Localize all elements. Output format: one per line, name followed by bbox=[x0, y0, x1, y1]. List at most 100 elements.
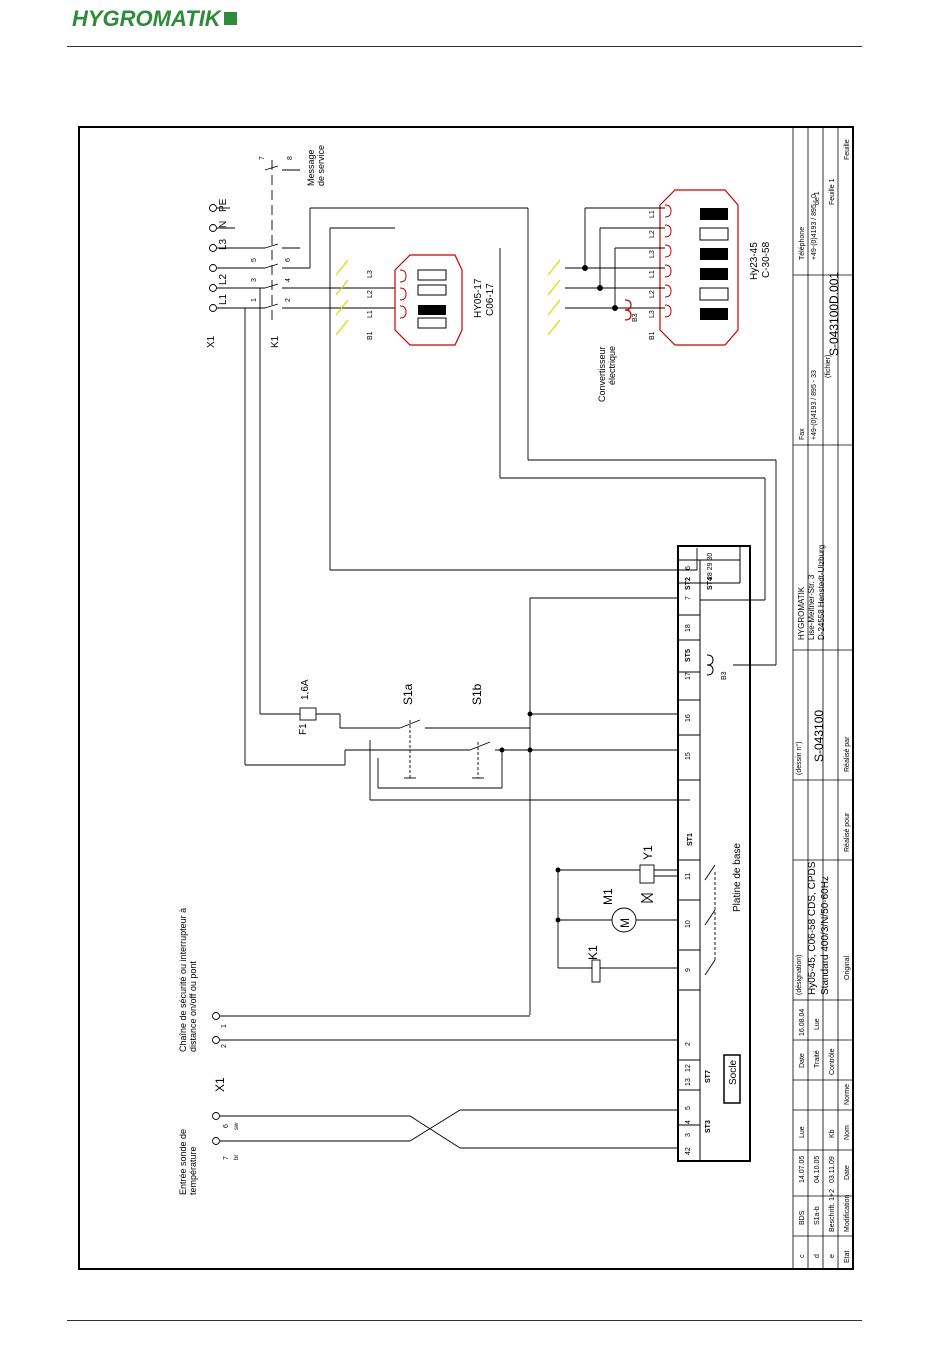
fichier-value: S-043100D.001 bbox=[827, 272, 841, 356]
hy0517-name: HY05-17 bbox=[473, 278, 484, 318]
temp-probe-1: Entrée sonde de bbox=[178, 1129, 188, 1195]
hy2345-name: Hy23-45 bbox=[749, 242, 760, 280]
col-head-date: Date bbox=[844, 1165, 851, 1180]
fichier-label: (fichier) bbox=[825, 355, 832, 378]
safety-chain-2: distance on/off ou pont bbox=[188, 961, 198, 1052]
converter-label-1: Convertisseur bbox=[597, 346, 607, 402]
s1b-label: S1b bbox=[470, 683, 484, 705]
hy0517-pin-l1: L1 bbox=[367, 310, 374, 318]
terminal-l1: L1 bbox=[218, 293, 229, 305]
hy2345-pin-1: L1 bbox=[649, 210, 656, 218]
msg-contact-8: 8 bbox=[287, 156, 294, 160]
st-pin-13: 13 bbox=[685, 1078, 692, 1086]
st4-label: ST4 bbox=[707, 577, 714, 590]
rev-d-mod: S1a-b bbox=[814, 1206, 821, 1225]
st-pin-6: 6 bbox=[685, 566, 692, 570]
hy2345-sub: C-30-58 bbox=[761, 241, 772, 278]
hy2345-pin-b1: B1 bbox=[649, 331, 656, 340]
date-label: Date bbox=[799, 1053, 806, 1068]
hy2345-yellow-marks bbox=[547, 259, 561, 336]
k1-contact-5: 5 bbox=[251, 258, 258, 262]
designation-line-2: Standard 400/3/N/50-60Hz bbox=[820, 876, 831, 995]
realise-par-label: Réalisé par bbox=[844, 736, 851, 772]
drawing-frame bbox=[78, 126, 854, 1270]
hygromatik-logo: HYGROMATIK bbox=[72, 6, 237, 32]
footer-rule bbox=[67, 1320, 862, 1321]
rev-d-state: d bbox=[814, 1254, 821, 1258]
hy0517-pin-l3: L3 bbox=[367, 270, 374, 278]
socle-label: Socle bbox=[728, 1060, 739, 1085]
st-pin-15: 15 bbox=[685, 752, 692, 760]
temp-pin-6: 6 bbox=[223, 1124, 230, 1128]
rev-c-mod: BDS bbox=[799, 1210, 806, 1225]
st-pin-9: 9 bbox=[685, 968, 692, 972]
k1-contact-2: 2 bbox=[285, 298, 292, 302]
rev-e-date: 03.11.09 bbox=[829, 1156, 836, 1183]
feuille-de: de 1 bbox=[814, 191, 821, 205]
b3-top-label: B3 bbox=[632, 313, 639, 322]
date-value: 16.08.04 bbox=[799, 1009, 806, 1036]
k1-contact-3: 3 bbox=[251, 278, 258, 282]
st3-label: ST3 bbox=[705, 1120, 712, 1133]
st-pin-5: 5 bbox=[685, 1106, 692, 1110]
diagram-labels: X1 K1 PE N L3 L2 L1 1 3 5 2 4 6 7 8 Mess… bbox=[178, 145, 772, 1195]
mains-wiring bbox=[209, 160, 777, 666]
rev-c-name: Lue bbox=[799, 1126, 806, 1138]
message-service-1: Message bbox=[306, 149, 316, 186]
title-block bbox=[792, 127, 853, 1269]
st-pin-11: 11 bbox=[685, 873, 692, 880]
header-rule bbox=[67, 46, 862, 47]
hy2345-cylinder bbox=[659, 189, 739, 346]
b3-bottom-label: B3 bbox=[721, 671, 728, 680]
col-head-etat: Etat bbox=[844, 1250, 851, 1263]
company-city: D-24558 Henstedt-Ulzburg bbox=[817, 545, 826, 640]
terminal-l2: L2 bbox=[218, 273, 229, 285]
hy2345-wiring bbox=[565, 207, 665, 321]
traite-value: Lue bbox=[814, 1018, 821, 1030]
m1-label: M1 bbox=[601, 888, 615, 905]
hy2345-pin-4: L1 bbox=[649, 270, 656, 278]
tel-number: +49-(0)4193 / 895 - 0 bbox=[811, 194, 818, 260]
terminal-pe: PE bbox=[218, 198, 229, 212]
safety-pin-2: 2 bbox=[221, 1044, 228, 1048]
x1-top-label: X1 bbox=[206, 335, 217, 348]
k1-top-label: K1 bbox=[270, 335, 281, 348]
motor-symbol: M bbox=[618, 918, 632, 928]
traite-label: Traité bbox=[814, 1050, 821, 1068]
st-pin-42: 42 bbox=[685, 1147, 692, 1155]
fax-label: Fax bbox=[799, 428, 806, 440]
terminal-n: N bbox=[218, 221, 229, 228]
hy2345-pin-2: L2 bbox=[649, 230, 656, 238]
st-pin-10: 10 bbox=[685, 920, 692, 928]
st-pin-17: 17 bbox=[685, 672, 692, 680]
st-pin-16: 16 bbox=[685, 714, 692, 722]
baseboard-label: Platine de base bbox=[732, 843, 743, 912]
st7-label: ST7 bbox=[705, 1070, 712, 1083]
st5-label: ST5 bbox=[685, 649, 692, 662]
page-header: HYGROMATIK bbox=[0, 0, 950, 50]
feuille-number: Feuille 1 bbox=[829, 178, 836, 205]
safety-pin-1: 1 bbox=[221, 1024, 228, 1028]
rev-d-date: 04.10.05 bbox=[814, 1156, 821, 1183]
original-label: Original bbox=[844, 955, 851, 980]
st-pin-3: 3 bbox=[685, 1133, 692, 1137]
temp-wire-br: br bbox=[234, 1155, 240, 1160]
company-street: Lise-Meitner-Str. 3 bbox=[807, 574, 816, 640]
col-head-modification: Modification bbox=[844, 1195, 851, 1232]
safety-chain-1: Chaîne de sécurité ou interrupteur à bbox=[178, 908, 188, 1052]
hy0517-cylinder bbox=[394, 254, 463, 346]
col-head-norme: Norme bbox=[844, 1084, 851, 1105]
tel-label: Téléphone bbox=[799, 227, 806, 260]
logo-square-icon bbox=[223, 12, 237, 25]
rev-e-state: e bbox=[829, 1254, 836, 1258]
x1-bottom-label: X1 bbox=[213, 1077, 227, 1092]
col-head-nom: Nom bbox=[844, 1125, 851, 1140]
controle-label: Contrôle bbox=[829, 1048, 836, 1075]
hy0517-pin-l2: L2 bbox=[367, 290, 374, 298]
company-name: HYGROMATIK bbox=[797, 586, 806, 640]
dessin-number: S-043100 bbox=[812, 710, 826, 762]
terminal-l3: L3 bbox=[218, 238, 229, 250]
hy0517-pin-b1: B1 bbox=[367, 331, 374, 340]
rev-c-state: c bbox=[799, 1254, 806, 1258]
